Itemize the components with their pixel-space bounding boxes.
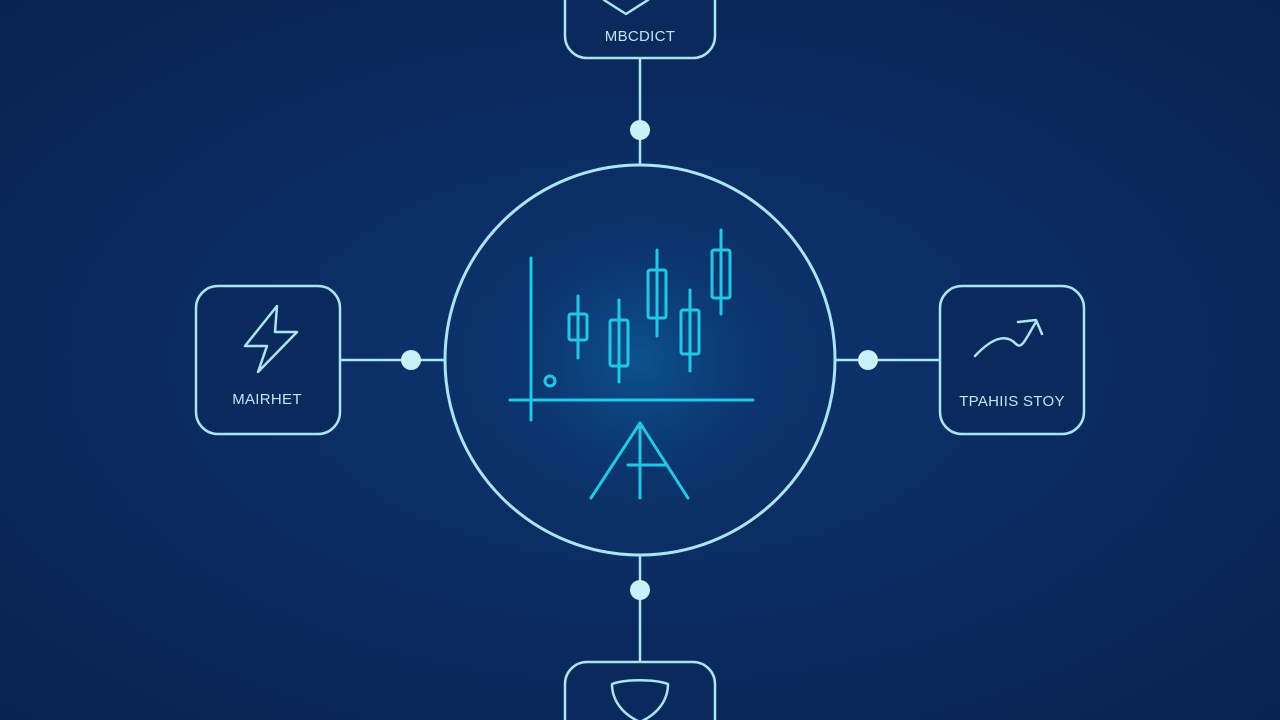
node-right[interactable]: TPAHIIS STOY — [938, 284, 1086, 436]
node-right-label: TPAHIIS STOY — [959, 393, 1065, 410]
node-bottom-box — [563, 660, 717, 720]
node-left[interactable]: MAIRHET — [194, 284, 342, 436]
lightning-bolt-icon — [243, 304, 299, 374]
node-left-label: MAIRHET — [232, 391, 302, 408]
candle-4 — [679, 288, 701, 373]
candle-5 — [710, 228, 732, 316]
connector-dot-right — [858, 350, 878, 370]
hub-circle — [443, 163, 837, 557]
connector-dot-left — [401, 350, 421, 370]
node-bottom[interactable] — [563, 660, 717, 720]
candlestick-chart-icon — [508, 228, 755, 422]
candle-3 — [646, 248, 668, 338]
connector-dot-bottom — [630, 580, 650, 600]
connector-dot-top — [630, 120, 650, 140]
connector-dots — [401, 120, 878, 600]
shield-icon — [602, 0, 650, 16]
connectors — [340, 58, 940, 662]
easel-icon — [589, 421, 690, 500]
candle-1 — [567, 294, 589, 360]
node-right-box — [938, 284, 1086, 436]
shield-icon — [610, 679, 670, 720]
node-top[interactable]: MBCDICT — [563, 0, 717, 60]
trend-up-arrow-icon — [973, 318, 1044, 358]
central-hub — [443, 163, 837, 557]
hub-glow — [445, 165, 835, 555]
chart-origin-marker — [543, 374, 557, 388]
node-top-box — [563, 0, 717, 60]
node-top-label: MBCDICT — [605, 28, 675, 45]
candle-2 — [608, 298, 630, 384]
